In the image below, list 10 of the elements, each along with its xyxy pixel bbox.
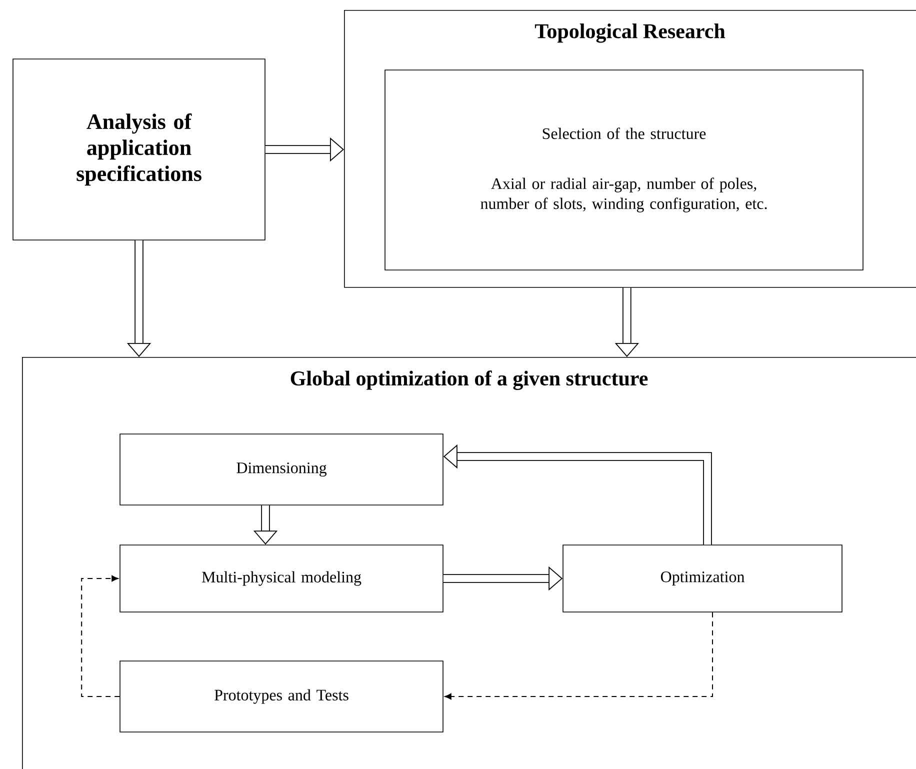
- arrow: [444, 612, 713, 700]
- process-box: Optimization: [562, 544, 842, 612]
- arrow: [81, 575, 120, 697]
- process-box: Analysis of application specifications: [12, 58, 266, 240]
- text-box: Selection of the structure Axial or radial air-gap, number of poles, number of slots, winding configuration, etc.: [384, 70, 864, 270]
- process-box: Prototypes and Tests: [120, 660, 444, 732]
- process-box: Dimensioning: [120, 434, 444, 506]
- heading: Topological Research: [534, 24, 726, 43]
- process-box: Multi-physical modeling: [120, 544, 444, 612]
- heading: Global optimization of a given structure: [290, 370, 648, 390]
